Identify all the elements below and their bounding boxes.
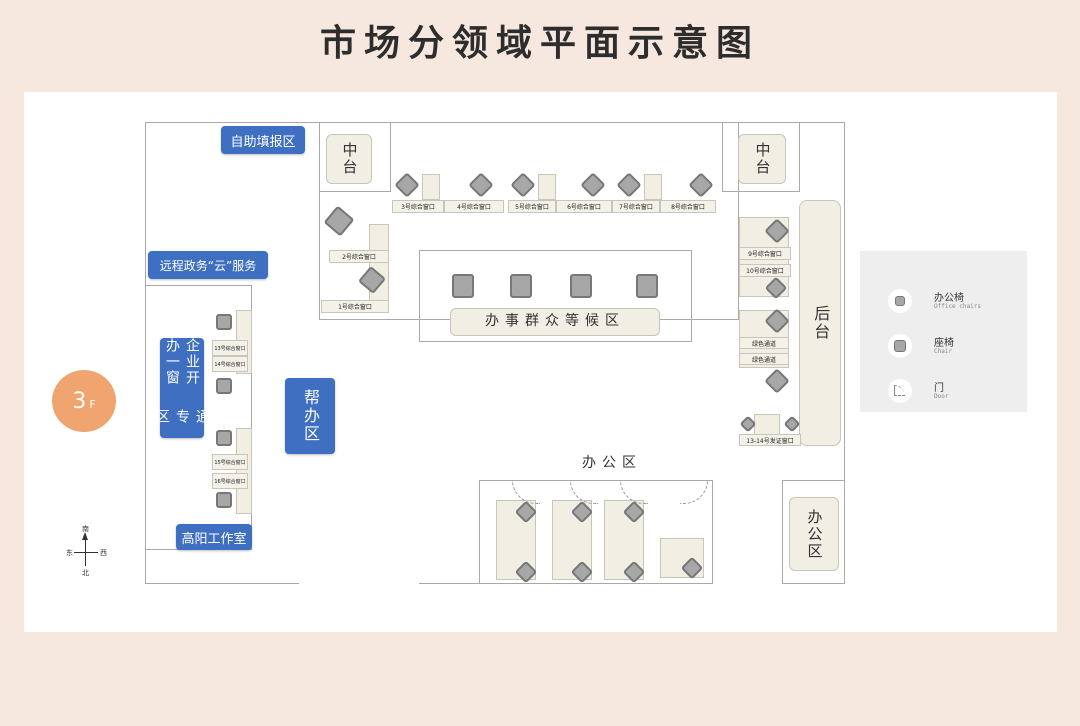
legend-item: 门 Door [888, 379, 1018, 407]
floor-number: 3 [72, 388, 87, 414]
compass-bottom-label: 北 [82, 569, 89, 577]
entrance-gap-right [707, 578, 783, 588]
window-2: 2号综合窗口 [329, 250, 389, 263]
window-16: 16号综合窗口 [212, 473, 248, 489]
door-icon [888, 379, 912, 403]
door-glyph [894, 385, 905, 396]
legend-sub: Office chairs [934, 303, 981, 310]
middle-right-label: 中台 [738, 134, 786, 184]
compass: 南 东 西 北 [64, 524, 108, 580]
window-4: 4号综合窗口 [444, 200, 504, 213]
window-8: 8号综合窗口 [660, 200, 716, 213]
compass-arrow-icon [82, 532, 88, 540]
seat-chair [216, 430, 232, 446]
middle-left-label: 中台 [326, 134, 372, 184]
waiting-area-label: 办事群众等候区 [450, 308, 660, 336]
compass-horizontal-line [74, 552, 98, 553]
top-counter-desk [644, 174, 662, 200]
floor-suffix: F [89, 397, 96, 411]
floor-plan-panel: 办事群众等候区 自助填报区 远程政务“云”服务 企业开办一窗 通专区 帮办区 高… [24, 92, 1057, 632]
legend-item: 座椅 Chair [888, 334, 1018, 362]
office-chair-icon [888, 289, 912, 313]
chair-icon [888, 334, 912, 358]
enterprise-line2: 通专区 [154, 408, 210, 425]
chair-glyph [894, 340, 906, 352]
waiting-chair [570, 274, 592, 298]
office-room-right [782, 480, 845, 584]
window-15: 15号综合窗口 [212, 454, 248, 470]
top-counter-desk [538, 174, 556, 200]
office-chair-glyph [895, 296, 905, 306]
self-service-zone: 自助填报区 [221, 126, 305, 154]
middle-left-room [319, 122, 391, 192]
waiting-chair [510, 274, 532, 298]
window-14: 14号综合窗口 [212, 356, 248, 372]
legend-label: 门 [934, 383, 944, 394]
back-stage-label: 后台 [799, 200, 841, 446]
office-area-right-label: 办公区 [789, 497, 839, 571]
seat-chair [216, 378, 232, 394]
compass-west-label: 西 [100, 549, 107, 557]
compass-top-label: 南 [82, 525, 89, 533]
window-13-14-issuing: 13-14号发证窗口 [739, 434, 801, 446]
window-6: 6号综合窗口 [556, 200, 612, 213]
enterprise-window-zone: 企业开办一窗 通专区 [154, 338, 210, 438]
window-5: 5号综合窗口 [508, 200, 556, 213]
middle-right-room [722, 122, 800, 192]
legend-item: 办公椅 Office chairs [888, 289, 1018, 317]
window-1: 1号综合窗口 [321, 300, 389, 313]
issuing-desk [754, 414, 780, 436]
floor-badge: 3 F [52, 370, 116, 432]
seat-chair [216, 314, 232, 330]
green-channel-1: 绿色通道 [739, 337, 789, 349]
top-counter-desk [422, 174, 440, 200]
waiting-chair [452, 274, 474, 298]
window-9: 9号综合窗口 [739, 247, 791, 260]
compass-east-label: 东 [66, 549, 73, 557]
window-3: 3号综合窗口 [392, 200, 444, 213]
office-area-label: 办公区 [582, 455, 642, 471]
enterprise-line1: 企业开办一窗 [164, 338, 200, 386]
window-10: 10号综合窗口 [739, 264, 791, 277]
entrance-gap [299, 578, 419, 588]
window-13: 13号综合窗口 [212, 340, 248, 356]
legend-label: 办公椅 [934, 293, 964, 304]
legend-sub: Door [934, 393, 949, 400]
legend-sub: Chair [934, 348, 953, 355]
enterprise-desk [236, 428, 252, 514]
compass-vertical-line [85, 540, 86, 566]
green-channel-2: 绿色通道 [739, 353, 789, 365]
window-7: 7号综合窗口 [612, 200, 660, 213]
legend-panel: 办公椅 Office chairs 座椅 Chair 门 Door [860, 251, 1027, 412]
help-zone: 帮办区 [285, 378, 335, 454]
waiting-chair [636, 274, 658, 298]
gaoyang-studio-zone: 高阳工作室 [176, 524, 252, 550]
cloud-service-zone: 远程政务“云”服务 [148, 251, 268, 279]
seat-chair [216, 492, 232, 508]
legend-label: 座椅 [934, 338, 954, 349]
page-title: 市场分领域平面示意图 [319, 22, 760, 64]
waiting-area-box [419, 250, 692, 342]
